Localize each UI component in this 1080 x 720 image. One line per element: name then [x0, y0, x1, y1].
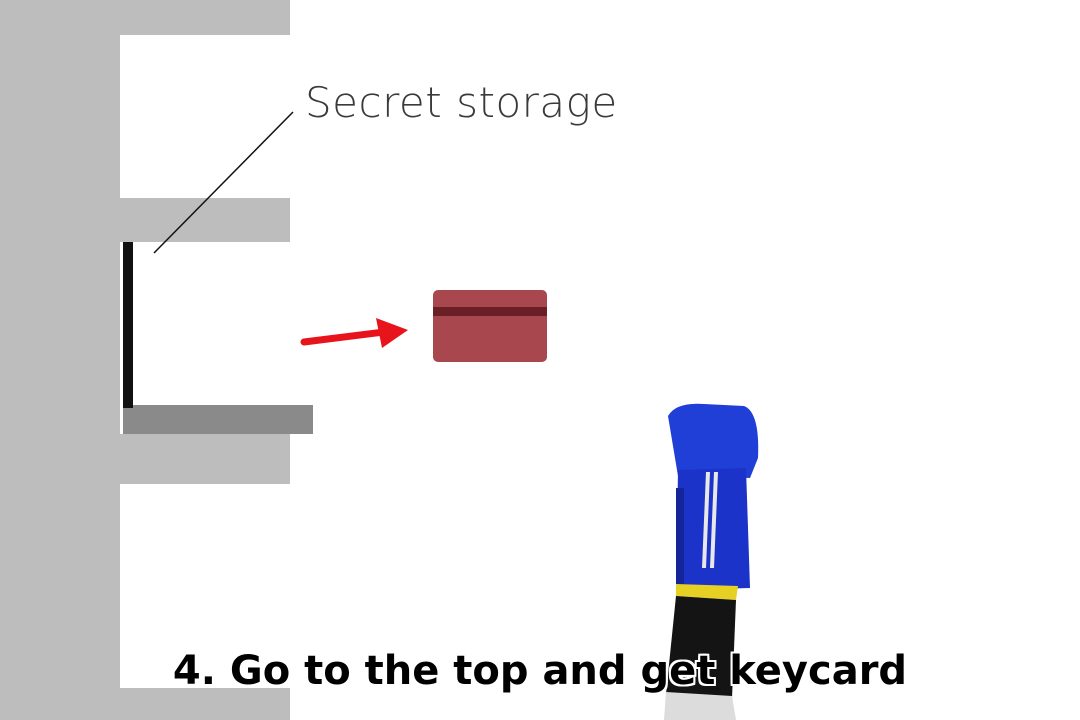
wall-left-column [0, 0, 120, 720]
wall-lower-block [120, 434, 290, 484]
instruction-caption: 4. Go to the top and get keycard [172, 648, 908, 694]
storage-shelf [123, 405, 313, 434]
keycard-stripe [433, 307, 547, 316]
keycard-icon[interactable] [433, 290, 547, 362]
storage-label: Secret storage [305, 78, 618, 127]
wall-floor-gap [120, 688, 290, 720]
player-hood [668, 403, 759, 478]
arrow-icon [300, 318, 408, 348]
wall-upper-block [120, 198, 290, 242]
player-character [664, 403, 759, 720]
storage-door-line [123, 242, 133, 408]
player-legs [666, 596, 736, 698]
wall-right-pillar-top [240, 0, 290, 35]
